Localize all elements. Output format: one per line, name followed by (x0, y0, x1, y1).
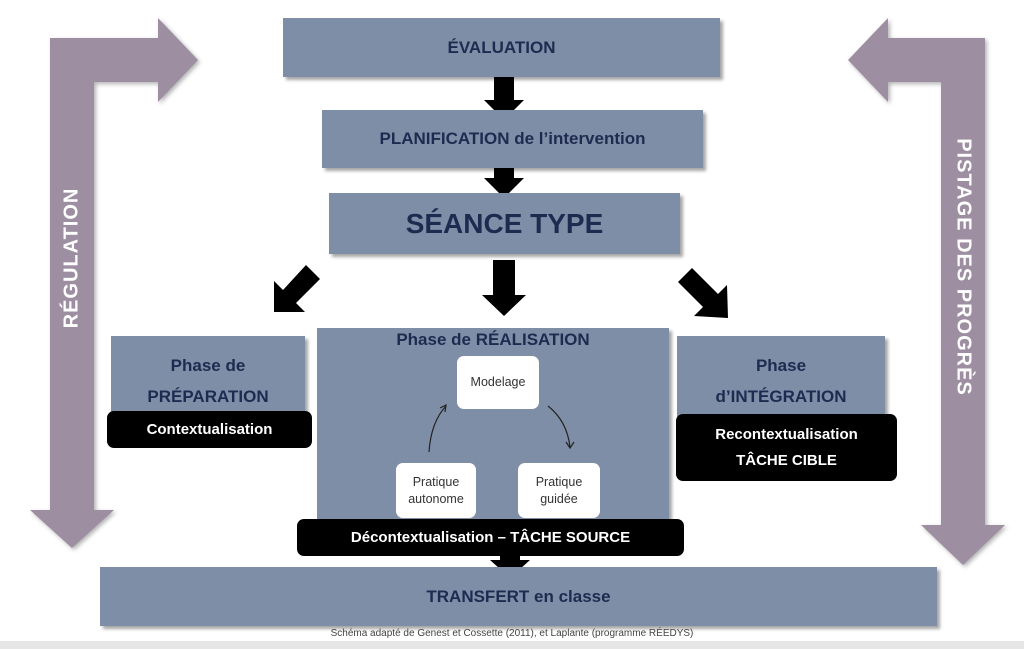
cycle-arrow-right (547, 405, 571, 448)
cycle-arrow-left-head (439, 403, 447, 413)
guidee-line1: Pratique (535, 474, 583, 489)
integration-box: Phase d’INTÉGRATION (677, 336, 885, 420)
recontextualisation-tag: Recontextualisation TÂCHE CIBLE (676, 414, 897, 481)
arrow-down-1 (484, 77, 524, 120)
decontextualisation-tag: Décontextualisation – TÂCHE SOURCE (297, 519, 684, 556)
preparation-line1: Phase de (170, 356, 246, 375)
contextualisation-tag: Contextualisation (107, 411, 312, 448)
cycle-arrow-left (428, 405, 447, 453)
recontextualisation-line2: TÂCHE CIBLE (736, 451, 837, 469)
pistage-arrow (848, 18, 1005, 565)
guidee-line2: guidée (540, 491, 578, 506)
modelage-box: Modelage (457, 356, 539, 409)
pratique-autonome-box: Pratique autonome (396, 463, 476, 518)
integration-line1: Phase (755, 356, 807, 375)
cycle-arrow-right-head (565, 441, 575, 450)
footer-strip (0, 641, 1024, 649)
arrow-diag-left (274, 265, 320, 312)
regulation-arrow (30, 18, 198, 548)
realisation-title: Phase de RÉALISATION (396, 330, 590, 349)
autonome-line2: autonome (408, 491, 464, 506)
transfert-box: TRANSFERT en classe (100, 567, 937, 626)
arrow-down-3 (482, 260, 526, 316)
caption: Schéma adapté de Genest et Cossette (201… (330, 628, 694, 639)
evaluation-box: ÉVALUATION (283, 18, 720, 77)
seance-type-box: SÉANCE TYPE (329, 193, 680, 254)
preparation-box: Phase de PRÉPARATION (111, 336, 305, 418)
planification-box: PLANIFICATION de l’intervention (322, 110, 703, 168)
recontextualisation-line1: Recontextualisation (715, 425, 858, 443)
arrow-diag-right (678, 268, 728, 318)
preparation-line2: PRÉPARATION (147, 387, 269, 406)
pratique-guidee-box: Pratique guidée (518, 463, 600, 518)
integration-line2: d’INTÉGRATION (715, 387, 847, 406)
autonome-line1: Pratique (412, 474, 460, 489)
